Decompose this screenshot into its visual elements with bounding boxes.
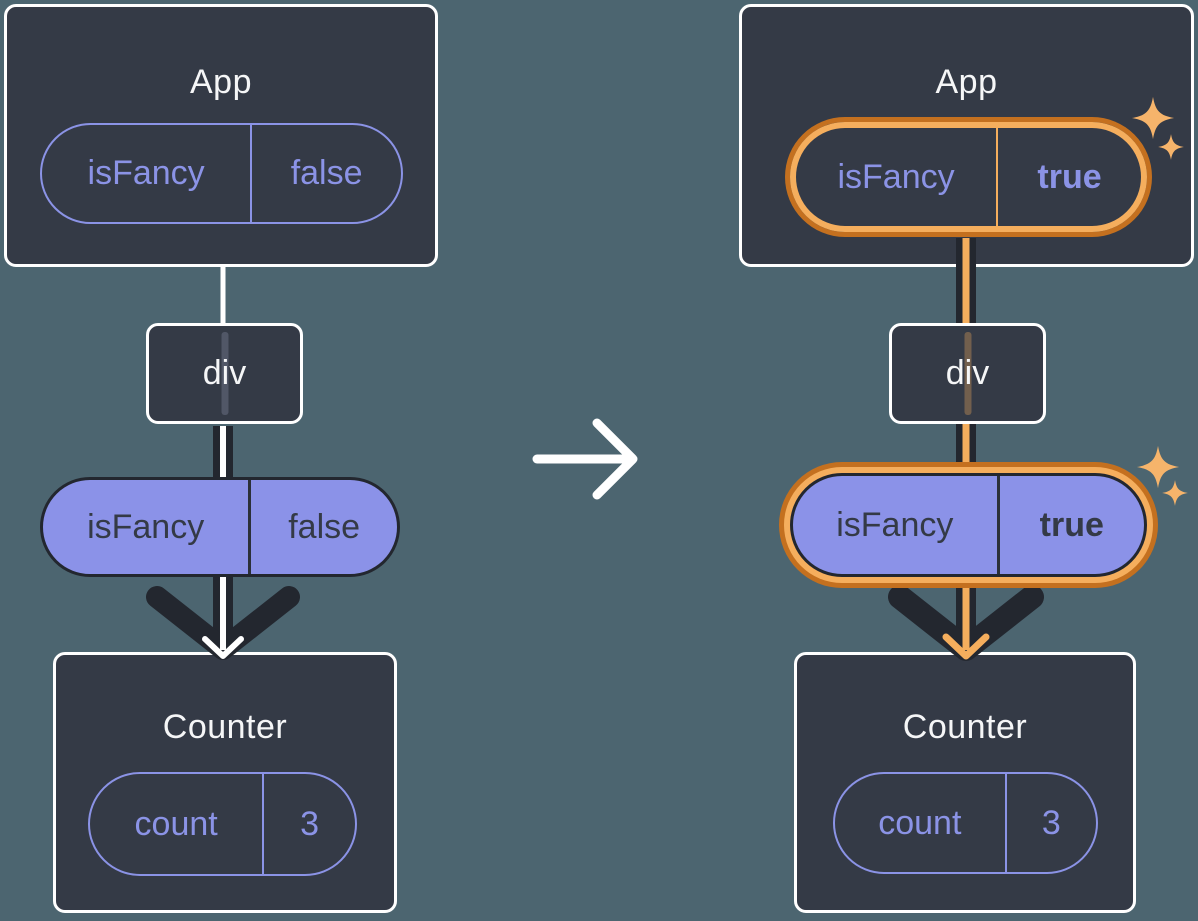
sparkle-icon: [1162, 480, 1188, 506]
element-card-div: div: [889, 323, 1046, 424]
passed-prop-pill: isFancy false: [40, 477, 400, 577]
prop-name: isFancy: [87, 507, 205, 546]
state-name: count: [134, 804, 218, 843]
component-title-app: App: [935, 63, 998, 101]
prop-name: isFancy: [87, 154, 205, 192]
state-pill: count 3: [88, 772, 357, 876]
passed-prop-pill-highlighted: isFancy true: [790, 473, 1147, 577]
prop-name: isFancy: [836, 505, 954, 544]
element-card-div: div: [146, 323, 303, 424]
state-pill: count 3: [833, 772, 1098, 874]
prop-name: isFancy: [837, 157, 955, 196]
app-prop-pill-highlighted: isFancy true: [790, 122, 1147, 232]
prop-value: false: [250, 125, 401, 222]
state-name: count: [878, 803, 962, 842]
component-title-counter: Counter: [162, 708, 288, 746]
state-value: 3: [262, 774, 355, 874]
prop-line-through-div: [221, 332, 228, 415]
div-label: div: [202, 354, 247, 392]
prop-value: true: [996, 128, 1141, 226]
component-title-counter: Counter: [902, 708, 1028, 746]
component-title-app: App: [190, 63, 252, 101]
prop-value: true: [996, 476, 1144, 574]
state-value: 3: [1004, 774, 1096, 872]
prop-value: false: [248, 480, 397, 574]
div-label: div: [945, 354, 990, 392]
app-prop-pill: isFancy false: [40, 123, 403, 224]
